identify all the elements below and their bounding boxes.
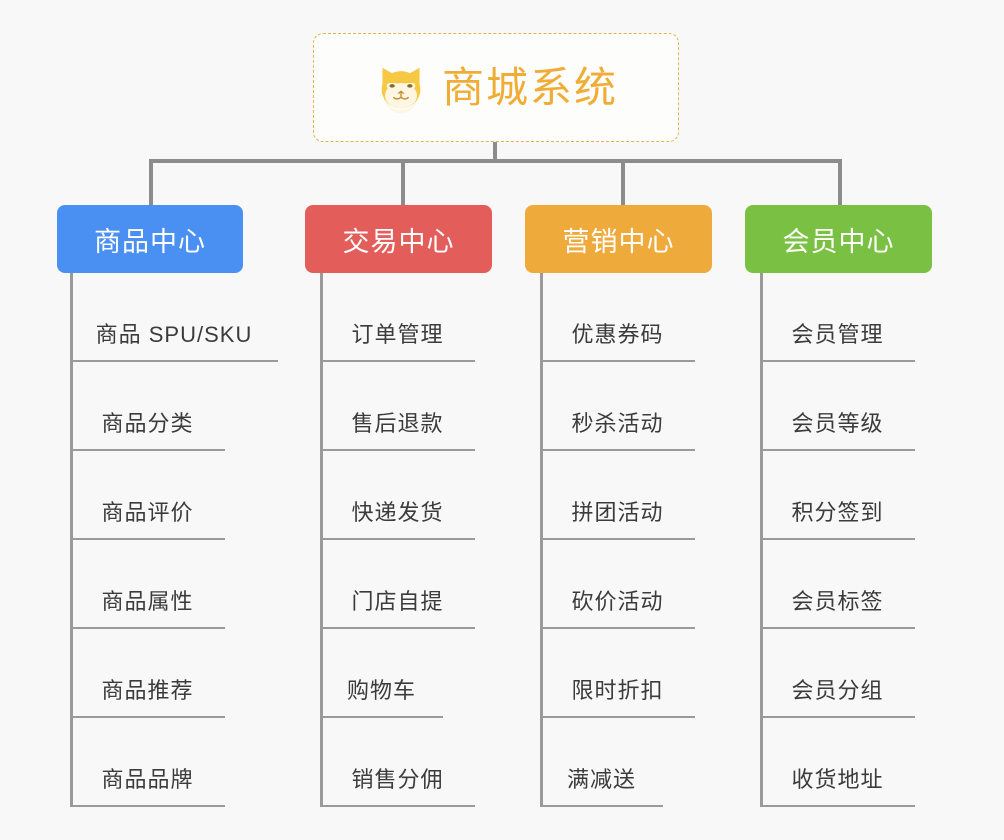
- connector-drop-2: [401, 159, 405, 206]
- category-box-trade[interactable]: 交易中心: [305, 205, 492, 273]
- leaf-item[interactable]: 会员管理: [760, 273, 915, 362]
- leaf-item[interactable]: 商品 SPU/SKU: [70, 273, 278, 362]
- leaf-item[interactable]: 商品评价: [70, 451, 225, 540]
- leaf-item[interactable]: 会员标签: [760, 540, 915, 629]
- leaf-item[interactable]: 积分签到: [760, 451, 915, 540]
- leaf-item[interactable]: 满减送: [540, 718, 663, 807]
- leaf-item-label: 收货地址: [791, 767, 884, 792]
- leaf-item-label: 商品分类: [101, 411, 194, 436]
- leaf-item[interactable]: 收货地址: [760, 718, 915, 807]
- leaf-item-label: 会员等级: [791, 411, 884, 436]
- leaf-item-label: 订单管理: [351, 322, 444, 347]
- leaf-column-marketing: 优惠券码秒杀活动拼团活动砍价活动限时折扣满减送: [540, 273, 770, 807]
- leaf-item[interactable]: 售后退款: [320, 362, 475, 451]
- leaf-item-label: 积分签到: [791, 500, 884, 525]
- leaf-column-member: 会员管理会员等级积分签到会员标签会员分组收货地址: [760, 273, 990, 807]
- leaf-item[interactable]: 销售分佣: [320, 718, 475, 807]
- leaf-spine: [540, 273, 543, 807]
- connector-drop-3: [621, 159, 625, 206]
- connector-horizontal-bus: [149, 159, 838, 163]
- leaf-item[interactable]: 订单管理: [320, 273, 475, 362]
- leaf-item-label: 会员管理: [791, 322, 884, 347]
- leaf-item-label: 砍价活动: [571, 589, 664, 614]
- leaf-column-trade: 订单管理售后退款快递发货门店自提购物车销售分佣: [320, 273, 550, 807]
- category-label: 商品中心: [94, 226, 206, 257]
- connector-root-stem: [493, 142, 497, 163]
- leaf-item[interactable]: 商品品牌: [70, 718, 225, 807]
- leaf-item[interactable]: 砍价活动: [540, 540, 695, 629]
- leaf-item-label: 商品 SPU/SKU: [95, 322, 253, 347]
- category-label: 会员中心: [782, 226, 895, 257]
- leaf-item[interactable]: 优惠券码: [540, 273, 695, 362]
- shiba-dog-icon: [374, 61, 428, 115]
- category-box-product[interactable]: 商品中心: [57, 205, 243, 273]
- leaf-item-label: 售后退款: [351, 411, 444, 436]
- leaf-item[interactable]: 商品分类: [70, 362, 225, 451]
- leaf-item[interactable]: 会员分组: [760, 629, 915, 718]
- leaf-item[interactable]: 购物车: [320, 629, 443, 718]
- leaf-item[interactable]: 会员等级: [760, 362, 915, 451]
- leaf-item-label: 商品推荐: [101, 678, 194, 703]
- leaf-item-label: 购物车: [346, 678, 416, 703]
- category-box-member[interactable]: 会员中心: [745, 205, 932, 273]
- leaf-item-label: 拼团活动: [571, 500, 664, 525]
- leaf-item[interactable]: 拼团活动: [540, 451, 695, 540]
- category-label: 营销中心: [562, 226, 675, 257]
- connector-drop-1: [149, 159, 153, 206]
- leaf-item-label: 会员标签: [791, 589, 884, 614]
- leaf-item[interactable]: 秒杀活动: [540, 362, 695, 451]
- leaf-item-label: 销售分佣: [351, 767, 444, 792]
- leaf-item-label: 商品品牌: [101, 767, 194, 792]
- leaf-item-label: 商品属性: [101, 589, 194, 614]
- leaf-item[interactable]: 限时折扣: [540, 629, 695, 718]
- root-title: 商城系统: [441, 63, 618, 111]
- leaf-item-label: 满减送: [566, 767, 636, 792]
- leaf-item-label: 快递发货: [351, 500, 444, 525]
- leaf-item-label: 限时折扣: [571, 678, 664, 703]
- leaf-item[interactable]: 商品属性: [70, 540, 225, 629]
- leaf-spine: [320, 273, 323, 807]
- leaf-column-product: 商品 SPU/SKU 商品分类商品评价商品属性商品推荐商品品牌: [70, 273, 300, 807]
- leaf-item-label: 优惠券码: [571, 322, 664, 347]
- category-label: 交易中心: [342, 226, 455, 257]
- leaf-item[interactable]: 门店自提: [320, 540, 475, 629]
- leaf-item-label: 会员分组: [791, 678, 884, 703]
- leaf-spine: [70, 273, 73, 807]
- root-node[interactable]: 商城系统: [313, 33, 679, 142]
- leaf-item[interactable]: 快递发货: [320, 451, 475, 540]
- category-box-marketing[interactable]: 营销中心: [525, 205, 712, 273]
- leaf-item-label: 门店自提: [351, 589, 444, 614]
- leaf-spine: [760, 273, 763, 807]
- leaf-item[interactable]: 商品推荐: [70, 629, 225, 718]
- leaf-item-label: 商品评价: [101, 500, 194, 525]
- leaf-item-label: 秒杀活动: [571, 411, 664, 436]
- connector-drop-4: [838, 159, 842, 206]
